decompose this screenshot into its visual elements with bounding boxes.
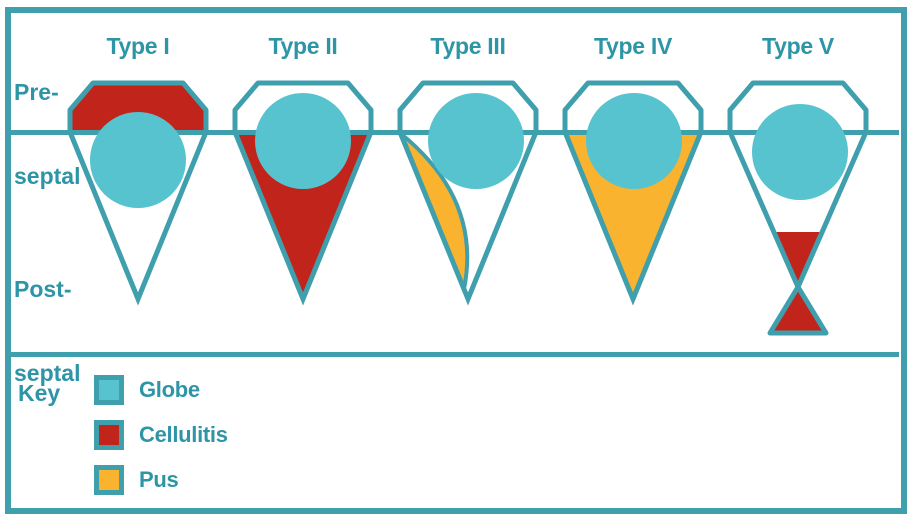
apex-cellulitis-fill	[774, 232, 822, 287]
globe-type-4	[586, 93, 682, 189]
globe-type-3	[428, 93, 524, 189]
preseptal-region-label: Pre- septal	[14, 22, 80, 246]
preseptal-region-label-line2: septal	[14, 163, 81, 189]
orbit-cone-outline	[232, 131, 374, 306]
figure-type-3	[397, 80, 539, 306]
type-4-label: Type IV	[594, 33, 672, 59]
key-swatch-pus	[99, 470, 119, 490]
eyelid-outline	[67, 80, 209, 135]
key-label-globe: Globe	[139, 377, 200, 402]
globe-type-1	[90, 112, 186, 208]
orbit-cone-outline	[67, 131, 209, 306]
outer-frame	[5, 7, 907, 514]
postseptal-region-label-line1: Post-	[14, 276, 72, 302]
preseptal-region-label-line1: Pre-	[14, 79, 59, 105]
type-5-label: Type V	[762, 33, 834, 59]
eyelid-outline	[397, 80, 539, 135]
type-2-label: Type II	[268, 33, 338, 59]
key-swatch-globe	[99, 380, 119, 400]
orbit-hourglass-outline	[727, 130, 869, 336]
eyelid-outline	[562, 80, 704, 135]
orbit-cone-outline	[397, 131, 539, 306]
cavernous-cellulitis-fill	[770, 287, 826, 333]
eyelid-outline	[727, 80, 869, 135]
figure-type-1	[67, 80, 209, 306]
preseptal-fill	[70, 83, 206, 135]
globe-type-5	[752, 104, 848, 200]
key-title: Key	[18, 380, 61, 406]
key-label-cellulitis: Cellulitis	[139, 422, 228, 447]
type-1-label: Type I	[106, 33, 170, 59]
type-3-label: Type III	[430, 33, 506, 59]
globe-type-2	[255, 93, 351, 189]
key-label-pus: Pus	[139, 467, 179, 492]
figure-type-5	[727, 80, 869, 336]
postseptal-region-label: Post- septal	[14, 219, 80, 443]
key-swatch-cellulitis	[99, 425, 119, 445]
eyelid-outline	[232, 80, 374, 135]
postseptal-region-label-line2: septal	[14, 360, 81, 386]
orbit-cone-outline	[562, 131, 704, 306]
